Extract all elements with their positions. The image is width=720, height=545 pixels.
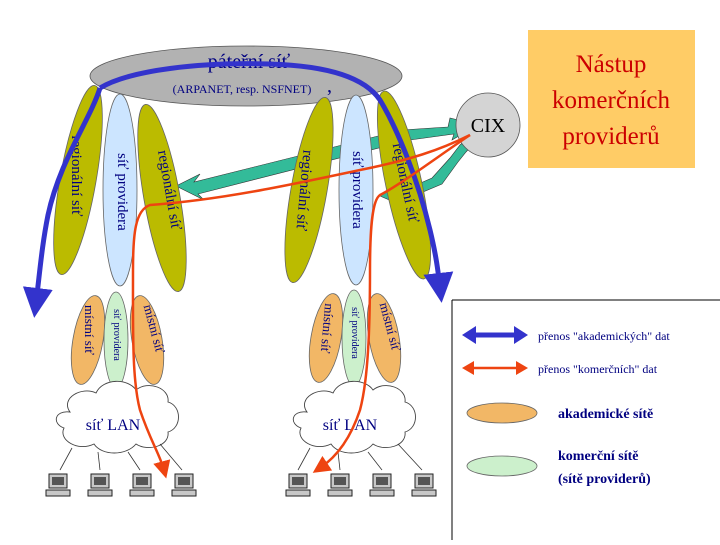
legend-commercial-arrow-head-right xyxy=(516,361,528,375)
cix-label: CIX xyxy=(471,115,506,137)
lan-left: síť LAN xyxy=(55,380,179,454)
local-label-right-a: místní síť xyxy=(318,303,337,355)
local-provider-label-right: síť providera xyxy=(349,307,360,359)
computer-icon xyxy=(45,473,71,497)
computer-icon xyxy=(87,473,113,497)
legend-academic-transfer-label: přenos "akademických" dat xyxy=(538,329,670,343)
lan-cloud-right xyxy=(292,380,416,454)
legend-commercial-networks-label: komerční sítě xyxy=(558,449,638,464)
legend-academic-swatch xyxy=(466,402,538,424)
legend-academic-arrow-head-right xyxy=(514,326,528,344)
backbone-ellipse xyxy=(89,45,403,107)
computer-icon xyxy=(129,473,155,497)
backbone-sublabel: (ARPANET, resp. NSFNET) xyxy=(173,82,312,96)
legend-commercial-networks-sublabel: (sítě providerů) xyxy=(558,472,651,487)
title-line-3: providerů xyxy=(562,123,660,150)
local-network-left-a xyxy=(70,295,106,385)
lan-connections xyxy=(59,443,423,471)
computer-icon xyxy=(411,473,437,497)
academic-transfer-arrow-right xyxy=(98,61,454,303)
legend-commercial-transfer-label: přenos "komerčních" dat xyxy=(538,362,658,376)
legend-frame xyxy=(451,299,720,540)
legend-academic-networks-label: akademické sítě xyxy=(558,407,653,422)
commercial-transfer-arrow-left xyxy=(131,133,471,479)
computer-icon xyxy=(171,473,197,497)
computer-icon xyxy=(327,473,353,497)
regional-label-right-a: regionální síť xyxy=(292,149,315,232)
academic-transfer-arrow-left xyxy=(22,87,103,318)
title-box-background xyxy=(528,30,695,168)
provider-label-right: síť providera xyxy=(349,151,365,229)
cluster-left: regionální síť síť providera regionální … xyxy=(53,85,187,389)
lan-label-left: síť LAN xyxy=(86,417,141,434)
regional-label-left-a: regionální síť xyxy=(68,136,84,218)
legend: přenos "akademických" dat přenos "komerč… xyxy=(451,299,720,540)
regional-network-right-a xyxy=(284,96,334,284)
backbone: páteřní síť (ARPANET, resp. NSFNET) , xyxy=(89,45,403,107)
cluster-right: regionální síť síť providera regionální … xyxy=(284,90,432,387)
title-line-1: Nástup xyxy=(576,51,647,78)
local-network-right-a xyxy=(308,293,344,383)
legend-commercial-swatch xyxy=(466,455,538,477)
lan-cloud-left xyxy=(55,380,179,454)
legend-commercial-arrow-head-left xyxy=(462,361,474,375)
lan-right: síť LAN xyxy=(292,380,416,454)
provider-network-left xyxy=(102,93,138,287)
provider-network-right xyxy=(338,94,374,286)
computer-icons xyxy=(45,473,437,497)
computer-icon xyxy=(285,473,311,497)
local-provider-label-left: síť providera xyxy=(111,309,122,361)
commercial-transfer-arrow-right xyxy=(312,133,471,473)
legend-academic-arrow-head-left xyxy=(462,326,476,344)
cix-circle xyxy=(455,92,521,158)
lan-label-right: síť LAN xyxy=(323,417,378,434)
regional-network-left-b xyxy=(137,103,187,293)
title-box: Nástup komerčních providerů xyxy=(528,30,695,168)
computer-icon xyxy=(369,473,395,497)
local-label-left-a: místní síť xyxy=(82,305,97,355)
title-line-2: komerčních xyxy=(552,87,671,114)
cix-node: CIX xyxy=(455,92,521,158)
backbone-trailing-comma: , xyxy=(327,75,332,97)
provider-label-left: síť providera xyxy=(114,153,130,231)
